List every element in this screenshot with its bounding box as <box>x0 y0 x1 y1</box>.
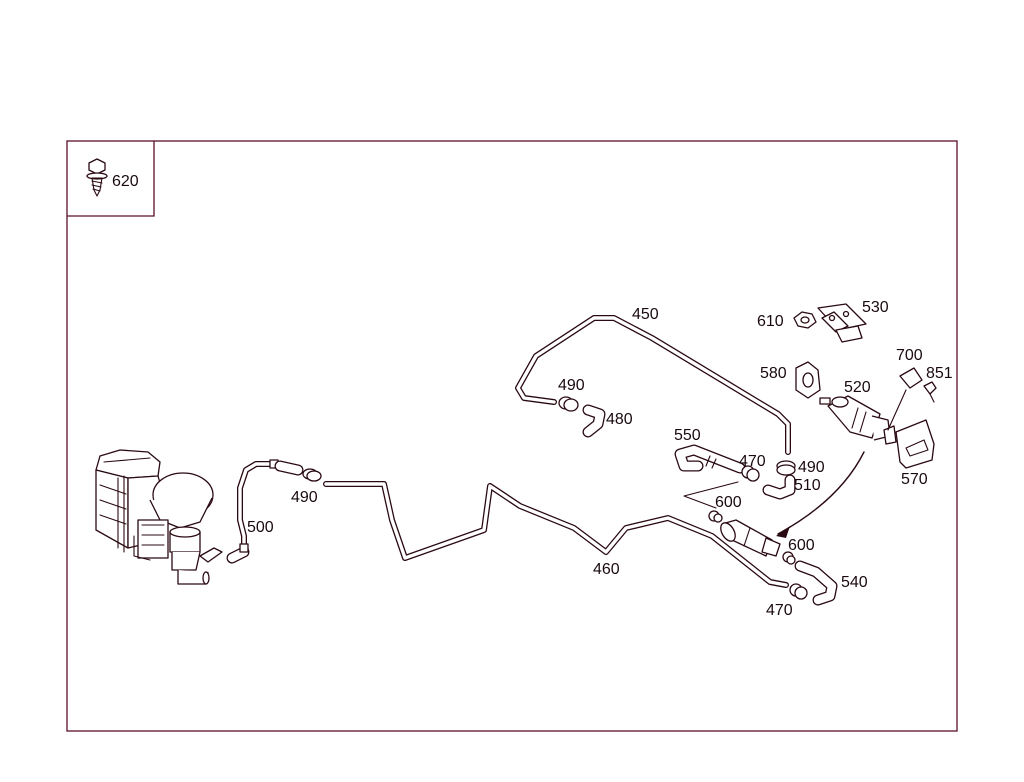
callout-610: 610 <box>757 313 784 330</box>
heater-unit <box>95 449 223 585</box>
bracket-530 <box>817 303 867 343</box>
inset-box-620 <box>67 141 155 217</box>
callout-500: 500 <box>247 519 274 536</box>
callout-700: 700 <box>896 347 923 364</box>
pipe-500 <box>226 459 279 564</box>
nut-610 <box>793 311 817 329</box>
screw-851 <box>923 381 937 403</box>
clamp-600-right <box>782 551 796 565</box>
clamp-470-upper <box>741 465 760 482</box>
filter-520 <box>819 395 897 445</box>
callout-620: 620 <box>112 173 139 190</box>
cover-570 <box>895 419 935 469</box>
callout-450: 450 <box>632 306 659 323</box>
callout-490-left: 490 <box>291 489 318 506</box>
callout-530: 530 <box>862 299 889 316</box>
callout-570: 570 <box>901 471 928 488</box>
callout-600-right: 600 <box>788 537 815 554</box>
callout-460: 460 <box>593 561 620 578</box>
callout-851: 851 <box>926 365 953 382</box>
pipe-460 <box>323 481 789 588</box>
screw-620-icon <box>86 158 108 197</box>
callout-470-upper: 470 <box>739 453 766 470</box>
hose-510 <box>762 474 796 500</box>
assembly-arrow <box>776 451 865 538</box>
hose-490-left <box>274 460 322 482</box>
clip-700 <box>887 367 923 431</box>
pipe-450 <box>515 315 791 455</box>
callout-490-right: 490 <box>798 459 825 476</box>
callout-520: 520 <box>844 379 871 396</box>
diagram-frame <box>66 140 958 732</box>
callout-550: 550 <box>674 427 701 444</box>
callout-540: 540 <box>841 574 868 591</box>
clamp-490-upper <box>558 396 579 412</box>
callout-600-left: 600 <box>715 494 742 511</box>
clamp-490-right <box>776 460 796 476</box>
callout-470-lower: 470 <box>766 602 793 619</box>
hose-550 <box>674 444 746 474</box>
leader-line <box>683 481 739 509</box>
callout-480: 480 <box>606 411 633 428</box>
fuel-pump <box>720 519 781 557</box>
clamp-470-lower <box>789 583 808 600</box>
callout-580: 580 <box>760 365 787 382</box>
clamp-600-left <box>708 510 723 523</box>
callout-490-upper: 490 <box>558 377 585 394</box>
hose-540 <box>794 560 838 606</box>
callout-510: 510 <box>794 477 821 494</box>
mount-580 <box>795 361 821 399</box>
hose-480 <box>582 404 606 438</box>
